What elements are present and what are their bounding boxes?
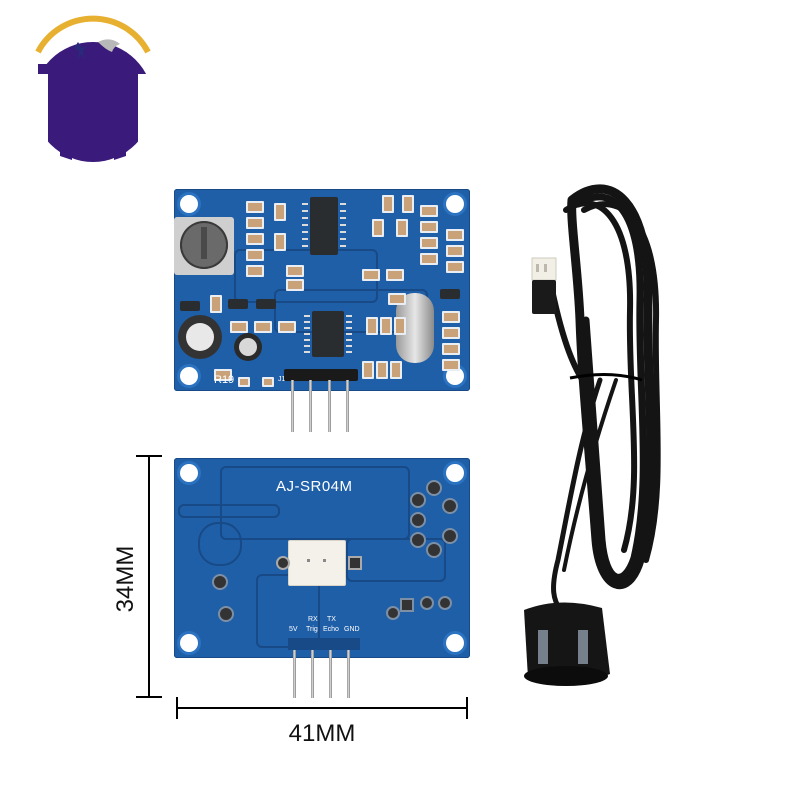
model-label: AJ-SR04M (276, 478, 353, 495)
cable-icon (524, 184, 661, 686)
header-pin (346, 380, 349, 432)
pin-label-gnd: GND (344, 626, 360, 633)
ic-chip-tssop (312, 311, 344, 357)
header-pin (329, 650, 332, 698)
pcb-bottom-view: AJ-SR04M RX TX 5V Trig Echo GND (174, 458, 470, 658)
transistor (180, 301, 200, 311)
height-dimension-line (148, 455, 150, 698)
transistor (440, 289, 460, 299)
jst-connector (288, 540, 346, 586)
dimension-tick (466, 697, 468, 719)
mounting-hole (446, 634, 464, 652)
dimension-tick (136, 696, 162, 698)
mounting-hole (180, 634, 198, 652)
pcb-top-view: R19 J1 (174, 189, 470, 391)
pcb-trace (178, 504, 280, 518)
mounting-hole (180, 464, 198, 482)
width-dimension-label: 41MM (288, 720, 356, 747)
header-pin (291, 380, 294, 432)
brand-logo (18, 14, 168, 164)
pcb-trace (220, 466, 410, 540)
pin-label-tx: TX (327, 616, 336, 623)
mounting-hole (180, 195, 198, 213)
pin-label-5v: 5V (289, 626, 298, 633)
pcb-trace (198, 522, 242, 566)
header-pin (328, 380, 331, 432)
dimension-tick (176, 697, 178, 719)
header-pin (311, 650, 314, 698)
height-dimension-label: 34MM (112, 545, 139, 613)
dimension-tick (136, 455, 162, 457)
ic-chip-soic (310, 197, 338, 255)
potentiometer (174, 217, 234, 275)
header-pin (309, 380, 312, 432)
pin-label-rx: RX (308, 616, 318, 623)
header-pin (293, 650, 296, 698)
logo-icon (30, 15, 156, 162)
transistor (228, 299, 248, 309)
pin-pads (288, 638, 360, 650)
silkscreen-r19: R19 (214, 374, 235, 386)
solder-pad (348, 556, 362, 570)
width-dimension-line (176, 707, 468, 709)
mounting-hole (446, 195, 464, 213)
ultrasonic-probe-with-cable (520, 180, 680, 700)
mounting-hole (180, 367, 198, 385)
electrolytic-capacitor (178, 315, 222, 359)
pin-label-echo: Echo (323, 626, 339, 633)
mounting-hole (446, 464, 464, 482)
silkscreen-j1: J1 (278, 376, 286, 383)
mounting-hole (446, 367, 464, 385)
solder-pad (276, 556, 290, 570)
pin-header (284, 369, 358, 381)
pin-label-trig: Trig (306, 626, 318, 633)
pcb-trace (346, 538, 446, 582)
small-capacitor (234, 333, 262, 361)
transistor (256, 299, 276, 309)
header-pin (347, 650, 350, 698)
